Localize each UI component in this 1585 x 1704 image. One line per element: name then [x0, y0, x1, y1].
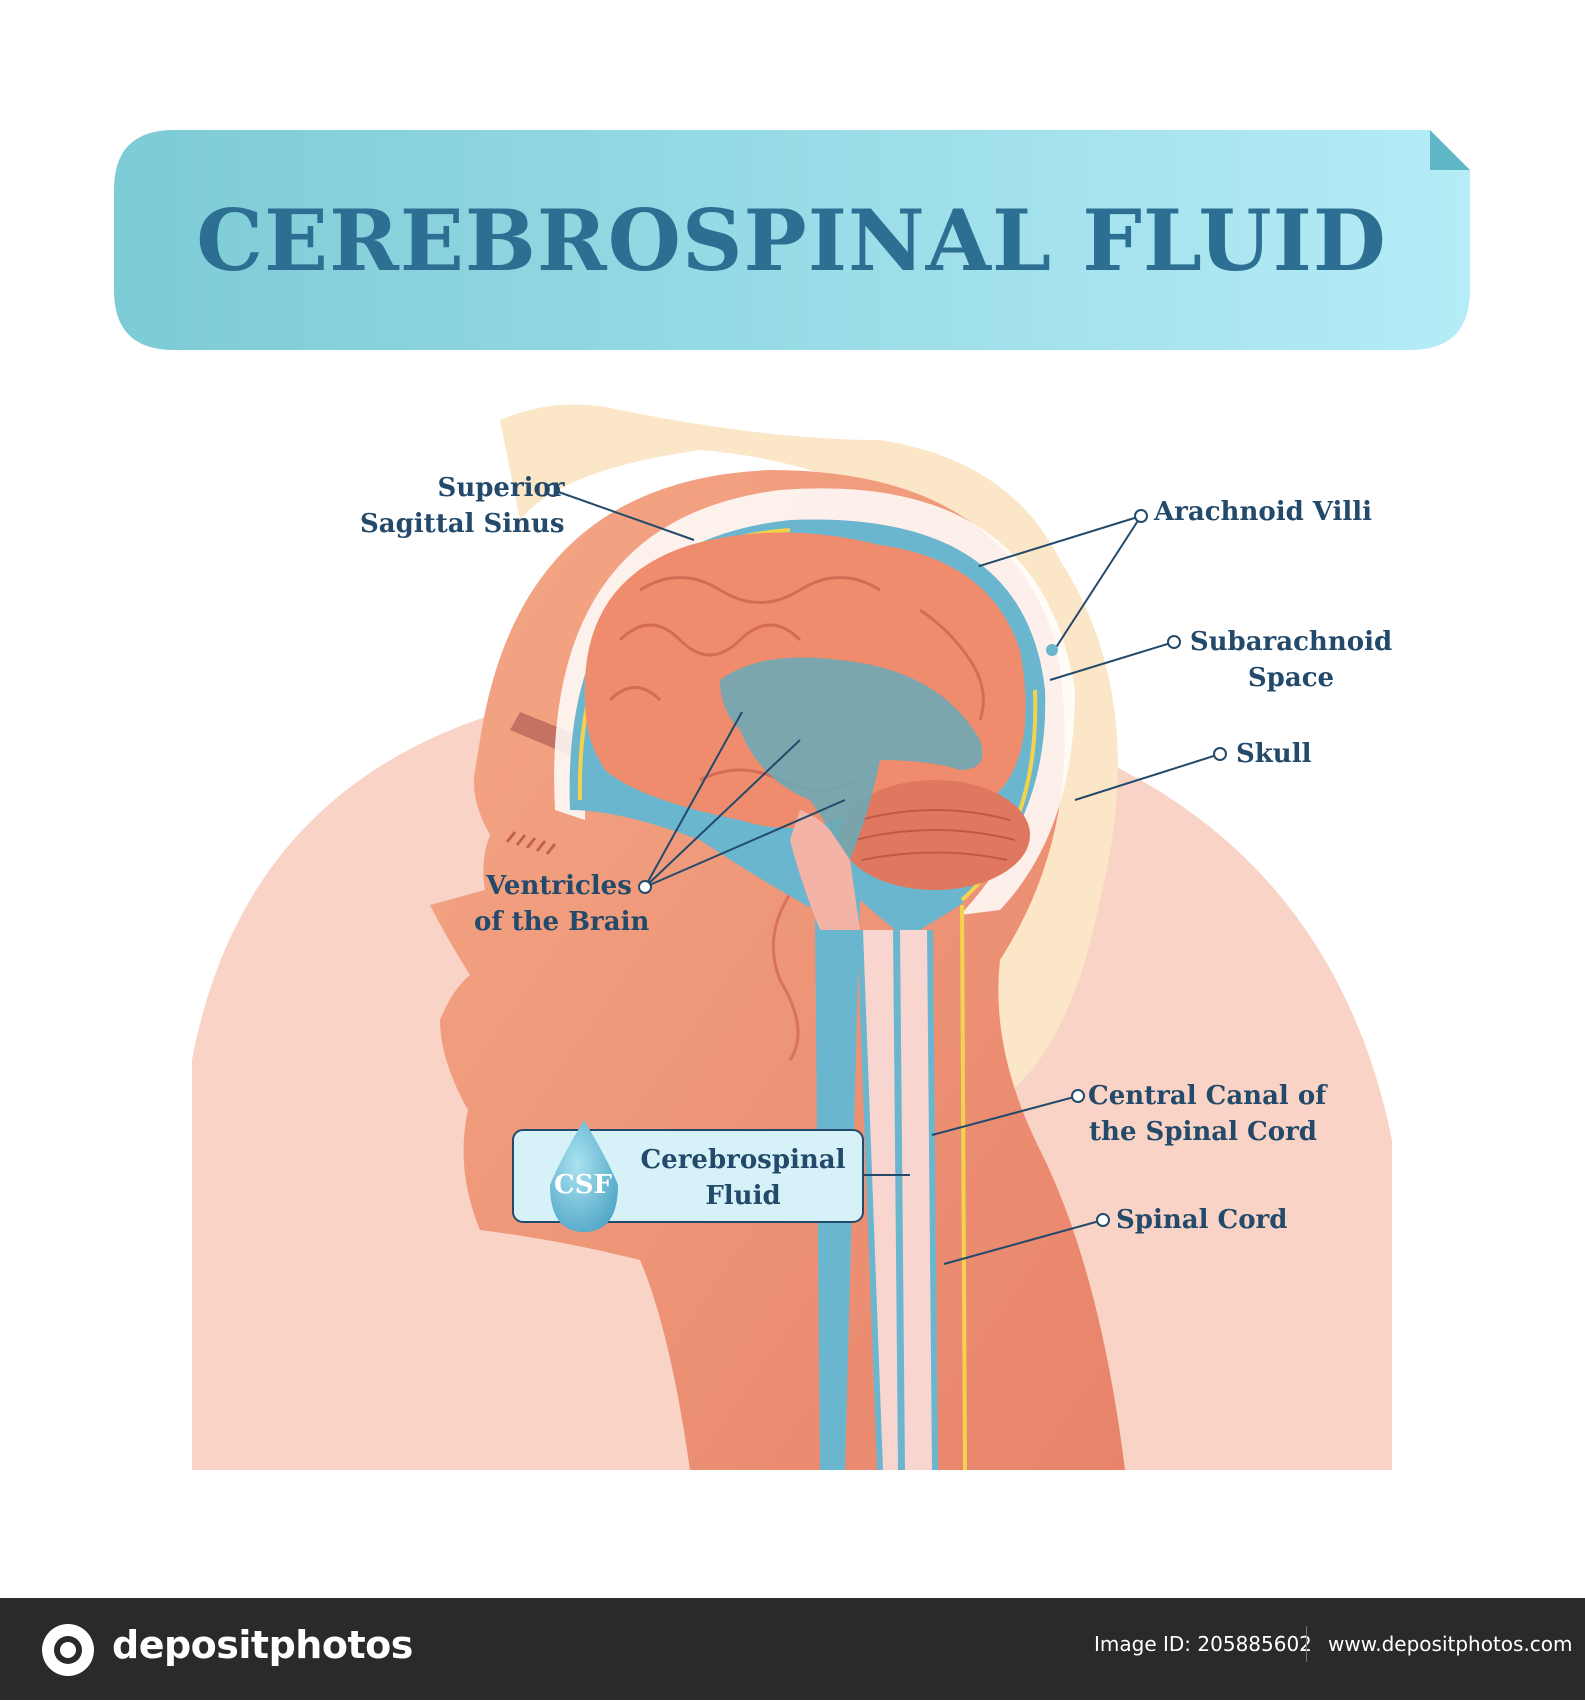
label-line: Space [1247, 663, 1335, 693]
central-canal [893, 930, 905, 1470]
dot-spinal-cord [1096, 1213, 1110, 1227]
legend-line: Cerebrospinal [640, 1145, 846, 1175]
label-arachnoid-villi: Arachnoid Villi [1154, 497, 1373, 527]
label-line: Superior [437, 473, 565, 503]
leader-lines [552, 489, 1221, 1265]
label-line: of the Brain [474, 907, 650, 937]
label-ventricles: Ventricles of the Brain [474, 868, 650, 940]
hair-shape [500, 404, 1118, 1100]
eyelashes [505, 831, 557, 855]
label-line: Central Canal of [1088, 1081, 1327, 1111]
footer-brand: depositphotos [112, 1623, 413, 1667]
label-line: Subarachnoid [1189, 627, 1393, 657]
arachnoid-villus-1 [967, 562, 979, 574]
dot-subarachnoid-space [1167, 635, 1181, 649]
spinal-cord-edge-left [857, 929, 883, 1471]
dot-central-canal [1071, 1089, 1085, 1103]
ear [771, 879, 802, 1061]
cerebellum-folds [854, 809, 1016, 861]
label-skull: Skull [1236, 739, 1312, 769]
footer-divider [1306, 1626, 1307, 1662]
leader-dots [546, 483, 1227, 1227]
cerebellum [840, 780, 1030, 890]
dot-ventricles [638, 880, 652, 894]
spinal-cord-edge-right [927, 929, 938, 1471]
label-central-canal: Central Canal of the Spinal Cord [1088, 1078, 1327, 1150]
arachnoid-villus-2 [1046, 644, 1058, 656]
footer-url: www.depositphotos.com [1328, 1632, 1573, 1656]
csf-legend-text: Cerebrospinal Fluid [628, 1142, 858, 1214]
ventricles [720, 657, 983, 860]
label-superior-sagittal-sinus: Superior Sagittal Sinus [360, 470, 565, 542]
label-line: Ventricles [486, 871, 632, 901]
skull [554, 488, 1075, 915]
dot-superior-sagittal-sinus [546, 483, 560, 497]
label-spinal-cord: Spinal Cord [1116, 1205, 1288, 1235]
camera-logo-icon [42, 1624, 94, 1676]
label-line: the Spinal Cord [1089, 1117, 1317, 1147]
title-banner [114, 130, 1470, 350]
dot-skull [1213, 747, 1227, 761]
label-line: Sagittal Sinus [360, 509, 565, 539]
footer-image-id: Image ID: 205885602 [1094, 1632, 1312, 1656]
csf-drop-label: CSF [554, 1170, 612, 1200]
csf-drop-icon [550, 1120, 618, 1232]
legend-line: Fluid [705, 1181, 781, 1211]
label-subarachnoid-space: Subarachnoid Space [1186, 624, 1396, 696]
spinal-yellow-right [960, 904, 967, 1471]
brainstem [790, 810, 860, 930]
footer-bar [0, 1598, 1585, 1700]
page-title: CEREBROSPINAL FLUID [196, 190, 1387, 290]
dot-arachnoid-villi [1134, 509, 1148, 523]
csf-legend-box [512, 1120, 864, 1232]
